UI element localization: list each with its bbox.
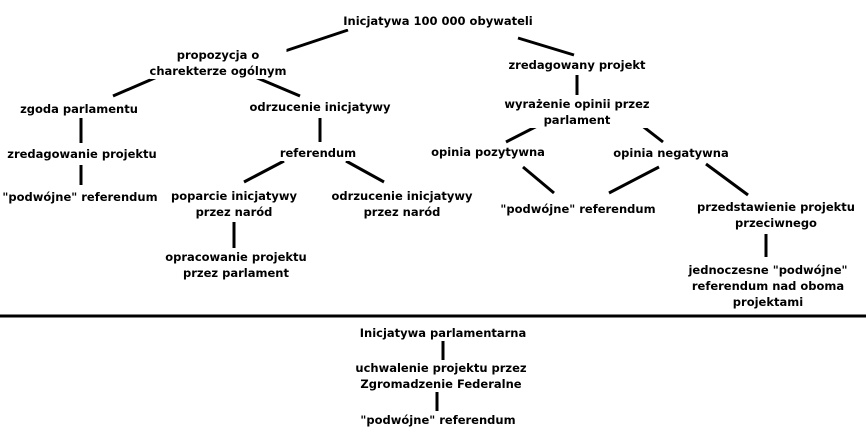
- node-support: poparcie inicjatywy przez naród: [170, 188, 298, 220]
- node-preparation: opracowanie projektu przez parlament: [165, 249, 307, 281]
- node-double-ref-mid: "podwójne" referendum: [500, 201, 656, 217]
- node-opinion: wyrażenie opinii przez parlament: [504, 96, 650, 128]
- node-consent: zgoda parlamentu: [20, 101, 138, 117]
- node-rejection: odrzucenie inicjatywy: [249, 99, 391, 115]
- node-drafted-project: zredagowany projekt: [508, 57, 646, 73]
- edge-positive-doubleref: [522, 165, 555, 195]
- node-adoption: uchwalenie projektu przez Zgromadzenie F…: [355, 360, 527, 392]
- node-simultaneous: jednoczesne "podwójne" referendum nad ob…: [688, 262, 848, 310]
- node-positive: opinia pozytywna: [431, 144, 545, 160]
- edge-referendum-support: [243, 159, 285, 184]
- node-double-ref-left: "podwójne" referendum: [2, 189, 158, 205]
- edge-proposal-rejection: [254, 75, 301, 98]
- node-drafting: zredagowanie projektu: [7, 146, 157, 162]
- node-counter-project: przedstawienie projektu przeciwnego: [697, 199, 855, 231]
- edge-referendum-rejnation: [345, 159, 385, 184]
- node-parliamentary-initiative: Inicjatywa parlamentarna: [359, 325, 527, 341]
- edge-negative-doubleref: [608, 165, 660, 195]
- node-referendum: referendum: [279, 145, 357, 161]
- edge-root-drafted: [517, 36, 575, 57]
- node-rejection-nation: odrzucenie inicjatywy przez naród: [331, 188, 473, 220]
- node-proposal: propozycja o charekterze ogólnym: [149, 47, 287, 79]
- node-root: Inicjatywa 100 000 obywateli: [343, 13, 533, 29]
- edge-negative-counter: [705, 162, 749, 197]
- node-negative: opinia negatywna: [613, 145, 729, 161]
- node-double-ref-bottom: "podwójne" referendum: [360, 412, 516, 428]
